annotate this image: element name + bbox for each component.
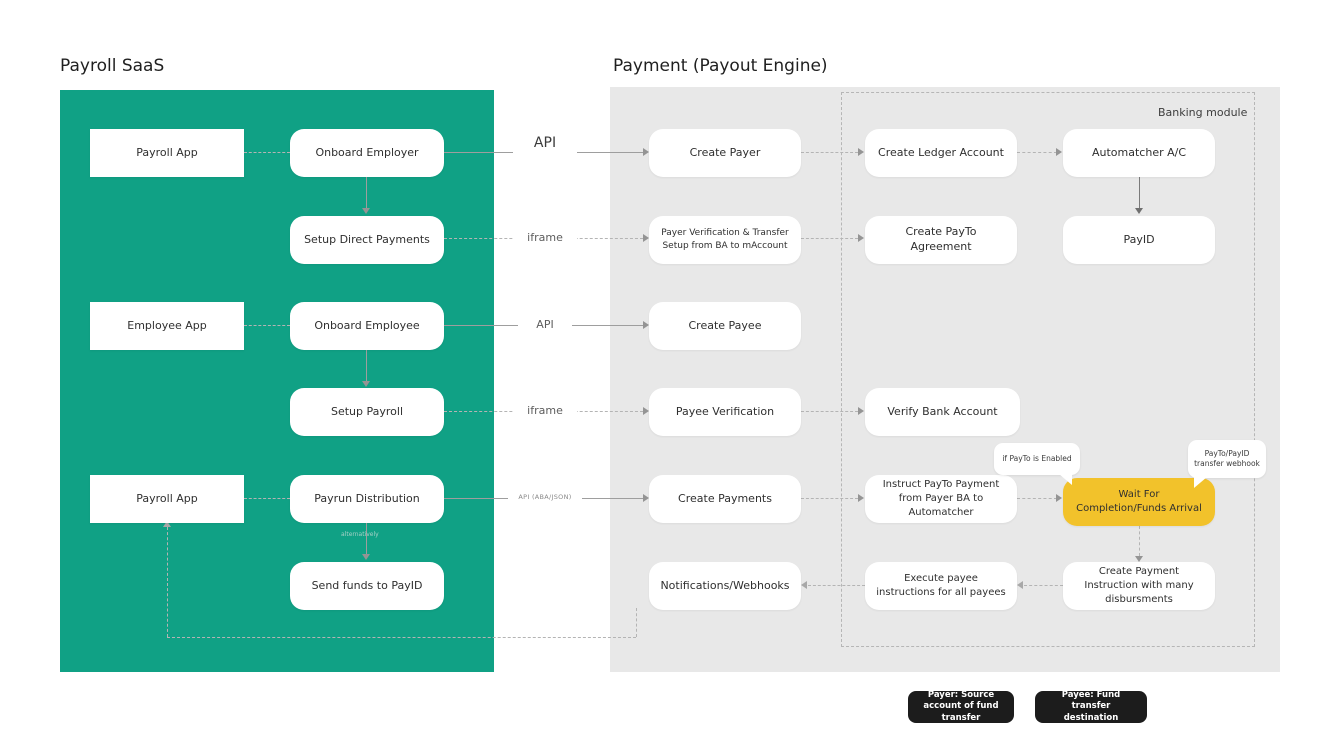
connector-onboardemployee-setuppayroll xyxy=(366,350,367,381)
node-create-payee: Create Payee xyxy=(649,302,801,350)
node-payrun-distribution: Payrun Distribution xyxy=(290,475,444,523)
arrowhead-down-icon xyxy=(1135,556,1143,562)
arrowhead-right-icon xyxy=(643,321,649,329)
banking-module-region xyxy=(841,92,1255,647)
connector-payerverification-paytoagreement xyxy=(801,238,858,239)
node-automatcher-ac: Automatcher A/C xyxy=(1063,129,1215,177)
iframe-label-1: iframe xyxy=(513,231,577,246)
connector-payrundistribution-sendfunds xyxy=(366,523,367,554)
arrowhead-up-icon xyxy=(163,521,171,527)
arrowhead-right-icon xyxy=(1056,148,1062,156)
callout-tail-icon xyxy=(1194,477,1207,488)
connector-payrollapp1-onboardemployer xyxy=(244,152,290,153)
node-onboard-employer: Onboard Employer xyxy=(290,129,444,177)
node-create-payment-instruction: Create Payment Instruction with many dis… xyxy=(1063,562,1215,610)
alternatively-label: alternatively xyxy=(341,531,379,538)
callout-if-payto-enabled: if PayTo is Enabled xyxy=(994,443,1080,485)
feedback-line-vertical-right xyxy=(636,608,637,637)
node-onboard-employee: Onboard Employee xyxy=(290,302,444,350)
node-payroll-app-2: Payroll App xyxy=(90,475,244,523)
arrowhead-right-icon xyxy=(643,494,649,502)
api-label-2: API xyxy=(518,318,572,333)
legend-payer-tooltip: Payer: Source account of fund transfer xyxy=(908,690,1014,723)
arrowhead-left-icon xyxy=(801,581,807,589)
arrowhead-down-icon xyxy=(362,381,370,387)
arrowhead-right-icon xyxy=(643,148,649,156)
node-payer-verification: Payer Verification & Transfer Setup from… xyxy=(649,216,801,264)
arrowhead-right-icon xyxy=(643,234,649,242)
payroll-saas-title: Payroll SaaS xyxy=(60,56,165,76)
connector-instruct-waitforcompletion xyxy=(1017,498,1057,499)
connector-cpi-executepayee xyxy=(1024,585,1063,586)
connector-ledger-automatcher xyxy=(1017,152,1057,153)
node-setup-payroll: Setup Payroll xyxy=(290,388,444,436)
arrowhead-right-icon xyxy=(858,148,864,156)
node-create-payments: Create Payments xyxy=(649,475,801,523)
feedback-line-horizontal xyxy=(167,637,636,638)
node-execute-payee-instructions: Execute payee instructions for all payee… xyxy=(865,562,1017,610)
node-instruct-payto-payment: Instruct PayTo Payment from Payer BA to … xyxy=(865,475,1017,523)
callout-tail-icon xyxy=(1059,474,1072,485)
arrowhead-right-icon xyxy=(858,234,864,242)
callout-payto-webhook: PayTo/PayID transfer webhook xyxy=(1188,440,1266,488)
connector-wait-createpaymentinstruction xyxy=(1139,526,1140,556)
callout-webhook-text: PayTo/PayID transfer webhook xyxy=(1194,448,1260,469)
node-create-payto-agreement: Create PayTo Agreement xyxy=(865,216,1017,264)
callout-if-payto-text: if PayTo is Enabled xyxy=(1002,453,1072,463)
node-employee-app: Employee App xyxy=(90,302,244,350)
connector-payrollapp2-payrundistribution xyxy=(244,498,290,499)
node-wait-for-completion: Wait For Completion/Funds Arrival xyxy=(1063,478,1215,526)
node-send-funds-to-payid: Send funds to PayID xyxy=(290,562,444,610)
node-payid: PayID xyxy=(1063,216,1215,264)
connector-payeeverification-verifybank xyxy=(801,411,858,412)
arrowhead-down-icon xyxy=(362,208,370,214)
iframe-label-2: iframe xyxy=(513,404,577,419)
connector-createpayer-ledger xyxy=(801,152,858,153)
connector-onboardemployer-setupdirectpayments xyxy=(366,177,367,208)
node-create-ledger-account: Create Ledger Account xyxy=(865,129,1017,177)
arrowhead-right-icon xyxy=(643,407,649,415)
banking-module-label: Banking module xyxy=(1158,106,1248,119)
arrowhead-down-icon xyxy=(362,554,370,560)
connector-createpayments-instruct xyxy=(801,498,858,499)
arrowhead-down-icon xyxy=(1135,208,1143,214)
node-payroll-app-1: Payroll App xyxy=(90,129,244,177)
node-notifications-webhooks: Notifications/Webhooks xyxy=(649,562,801,610)
node-verify-bank-account: Verify Bank Account xyxy=(865,388,1020,436)
api-label-1: API xyxy=(513,135,577,153)
feedback-line-vertical-left xyxy=(167,527,168,637)
api-aba-json-label: API (ABA/JSON) xyxy=(508,493,582,503)
node-setup-direct-payments: Setup Direct Payments xyxy=(290,216,444,264)
node-payee-verification: Payee Verification xyxy=(649,388,801,436)
arrowhead-right-icon xyxy=(858,494,864,502)
node-create-payer: Create Payer xyxy=(649,129,801,177)
connector-execute-notifications xyxy=(808,585,865,586)
connector-automatcher-payid xyxy=(1139,177,1140,208)
arrowhead-right-icon xyxy=(858,407,864,415)
connector-employeeapp-onboardemployee xyxy=(244,325,290,326)
payout-engine-title: Payment (Payout Engine) xyxy=(613,56,828,76)
arrowhead-right-icon xyxy=(1056,494,1062,502)
legend-payee-tooltip: Payee: Fund transfer destination xyxy=(1035,690,1147,723)
arrowhead-left-icon xyxy=(1017,581,1023,589)
